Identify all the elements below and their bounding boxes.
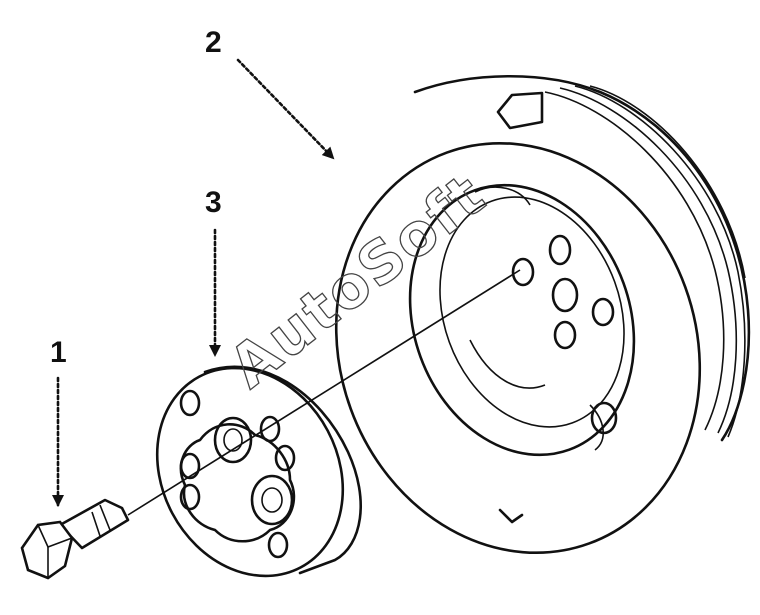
crankshaft-pulley [334,74,751,555]
callout-2-arrow [236,58,335,160]
callout-3-label: 3 [205,186,222,219]
assembly-axis-line [127,269,521,516]
pulley-hub [155,365,362,578]
pulley-bolt [20,498,130,580]
callout-2-label: 2 [205,26,222,59]
callout-1-label: 1 [50,336,67,369]
